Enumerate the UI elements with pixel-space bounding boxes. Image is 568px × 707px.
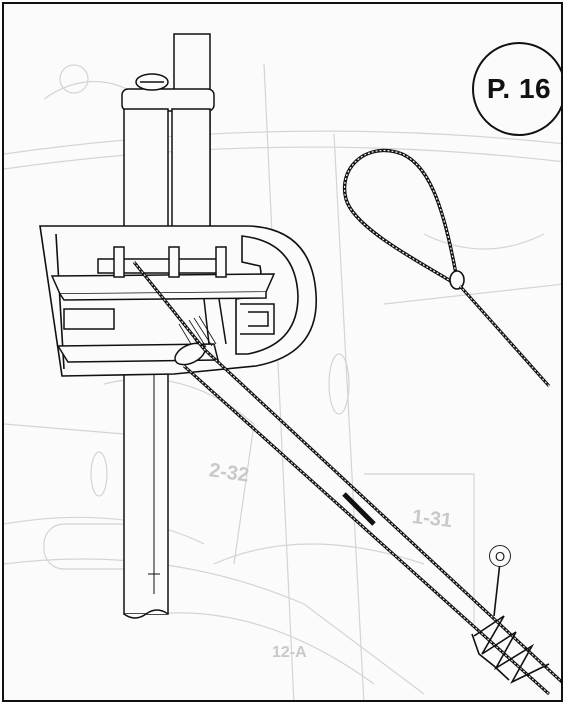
lanyard-lacing bbox=[471, 561, 550, 684]
mast-cap bbox=[121, 73, 215, 112]
rigging-diagram bbox=[4, 33, 561, 700]
page-number-badge: P. 16 bbox=[472, 42, 561, 136]
rope-loop-detail bbox=[342, 148, 551, 387]
callout-marker-label: O bbox=[494, 548, 506, 564]
background-label-2: 1-31 bbox=[411, 505, 454, 533]
background-label-3: 12-A bbox=[272, 644, 307, 661]
instruction-page: 2-32 1-31 12-A P. 16 O bbox=[2, 2, 563, 702]
stay-rope bbox=[132, 261, 561, 696]
page-number-label: P. 16 bbox=[486, 73, 552, 104]
callout-marker: O bbox=[489, 545, 511, 567]
